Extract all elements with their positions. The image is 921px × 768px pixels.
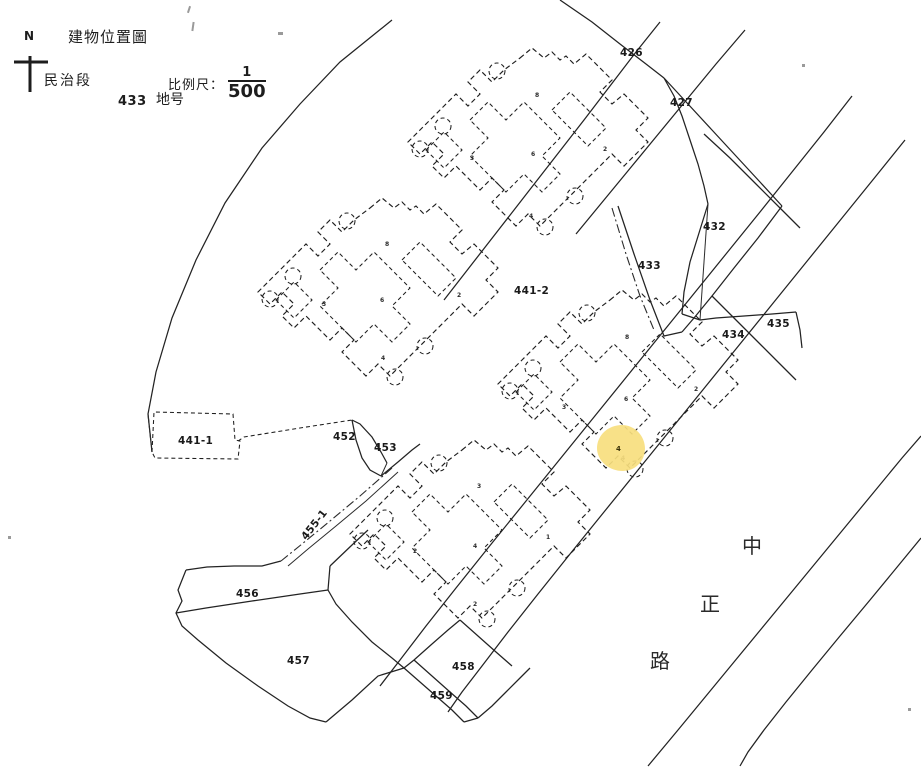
unit-label: 8 [535,92,540,99]
parcel-label-458: 458 [452,661,475,673]
unit-label: 4 [473,543,478,550]
street-name-char: 路 [650,649,670,673]
scan-speck [908,708,911,711]
unit-label: 3 [562,404,567,411]
parcel-458-459-outlines [403,619,531,723]
survey-boundary-outline [147,19,393,453]
north-indicator-label: N [24,29,35,43]
parcel-452-453-outlines [237,419,421,477]
parcel-label-432: 432 [703,221,726,233]
land-section-label: 民治段 [44,73,92,89]
unit-label: 2 [413,548,418,555]
unit-label: 1 [546,534,551,541]
scale-denominator: 500 [228,81,266,102]
map-title: 建物位置圖 [68,28,149,46]
lot-number-label: 433 [118,94,147,109]
unit-label: 8 [385,241,390,248]
parcel-label-456: 456 [236,588,259,600]
parcel-label-453: 453 [374,442,397,454]
parcel-426-427-432-435-outlines [559,0,803,381]
selected-unit-label: 4 [616,445,621,453]
scale-label: 比例尺： [168,78,225,93]
parcel-label-426: 426 [620,47,643,59]
unit-label: 6 [380,297,385,304]
selected-unit-marker[interactable] [597,425,645,471]
unit-label: 2 [603,146,608,153]
unit-label: 8 [625,334,630,341]
parcel-label-459: 459 [430,690,453,702]
building-block-south [349,439,591,628]
scale-fraction: 1 500 [228,66,266,101]
unit-label: 3 [322,301,327,308]
scale-fraction-rule [228,80,266,82]
unit-label: 3 [470,155,475,162]
street-name-char: 中 [742,534,762,558]
parcel-label-452: 452 [333,431,356,443]
unit-label: 2 [457,292,462,299]
unit-label: 4 [529,213,534,220]
parcel-label-457: 457 [287,655,310,667]
scan-speck [278,32,283,35]
unit-label: 6 [531,151,536,158]
unit-label: 3 [477,483,482,490]
building-block-north [407,47,649,236]
unit-label: 2 [694,386,699,393]
scan-speck [8,536,11,539]
north-arrow-icon [14,56,48,92]
parcel-label-441-2: 441-2 [514,285,550,297]
unit-label: 4 [381,355,386,362]
scale-numerator: 1 [242,65,252,80]
parcel-456-457-outlines [175,529,405,723]
map-scale: 比例尺： 1 500 [168,66,266,101]
parcel-433-wedge [611,205,683,337]
lot-number-suffix-label: 地号 [156,92,184,108]
parcel-label-434: 434 [722,329,745,341]
parcel-441-1-outline [151,411,241,460]
parcel-label-427: 427 [670,97,693,109]
unit-label: 2 [473,601,478,608]
parcel-455-1-strip [185,467,399,571]
building-block-west [257,197,499,386]
parcel-label-433: 433 [638,260,661,272]
parcel-label-441-1: 441-1 [178,435,214,447]
unit-label: 6 [624,396,629,403]
parcel-label-435: 435 [767,318,790,330]
scan-speck [802,64,805,67]
street-name-char: 正 [700,592,720,616]
